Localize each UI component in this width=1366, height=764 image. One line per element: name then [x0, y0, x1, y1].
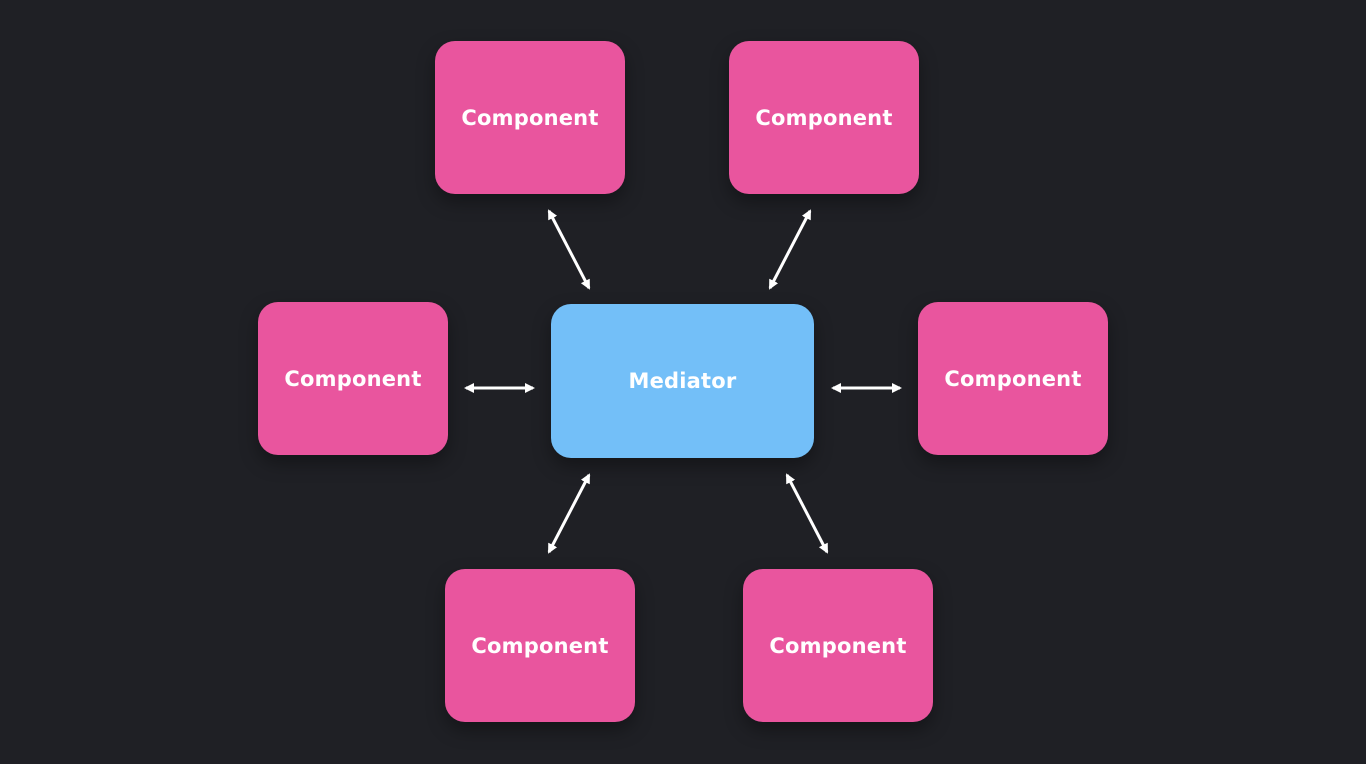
component-label: Component [284, 366, 422, 391]
component-label: Component [461, 105, 599, 130]
component-node-bottom-left: Component [445, 569, 635, 722]
component-node-middle-right: Component [918, 302, 1108, 455]
arrow-bottom-right [785, 473, 829, 554]
component-node-top-left: Component [435, 41, 625, 194]
component-node-middle-left: Component [258, 302, 448, 455]
component-label: Component [755, 105, 893, 130]
arrow-top-left [547, 209, 591, 290]
component-label: Component [471, 633, 609, 658]
arrow-top-right [768, 209, 812, 290]
component-node-top-right: Component [729, 41, 919, 194]
component-label: Component [944, 366, 1082, 391]
component-node-bottom-right: Component [743, 569, 933, 722]
mediator-node: Mediator [551, 304, 814, 458]
arrow-bottom-left [547, 473, 591, 554]
mediator-label: Mediator [628, 369, 737, 393]
component-label: Component [769, 633, 907, 658]
